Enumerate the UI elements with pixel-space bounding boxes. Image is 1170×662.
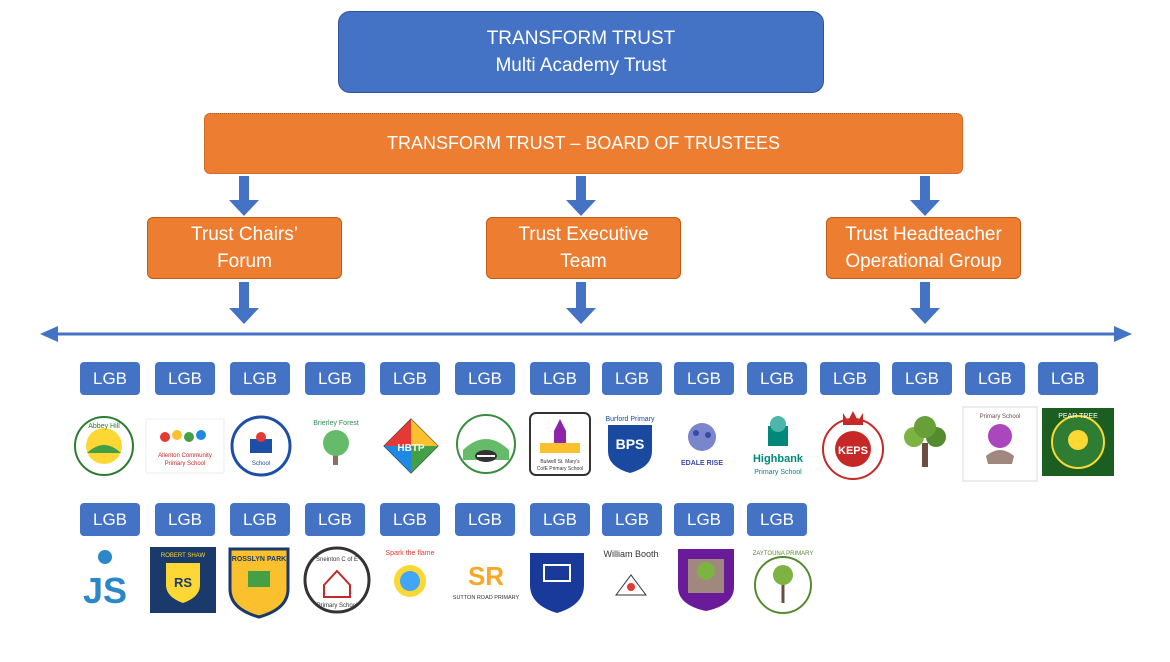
svg-text:Primary School: Primary School <box>754 469 802 476</box>
hbtp-logo: HBTP <box>380 415 442 477</box>
lgb-badge: LGB <box>674 362 734 395</box>
lgb-badge: LGB <box>820 362 880 395</box>
sutton-road-logo: SR SUTTON ROAD PRIMARY <box>452 545 520 615</box>
lgb-badge: LGB <box>965 362 1025 395</box>
svg-text:ROSSLYN PARK: ROSSLYN PARK <box>232 556 286 563</box>
lgb-badge: LGB <box>230 362 290 395</box>
arrow-down-icon <box>229 176 259 216</box>
sneinton-logo: Sneinton C of E Primary School <box>302 545 372 615</box>
lgb-badge: LGB <box>747 503 807 536</box>
headteacher-group-box: Trust Headteacher Operational Group <box>826 217 1021 279</box>
svg-text:KEPS: KEPS <box>838 445 868 457</box>
group-line2: Operational Group <box>845 251 1002 272</box>
hands-tree-logo: Primary School <box>962 406 1038 482</box>
lgb-badge: LGB <box>530 362 590 395</box>
lgb-badge: LGB <box>155 503 215 536</box>
lgb-badge: LGB <box>155 362 215 395</box>
svg-text:Sneinton C of E: Sneinton C of E <box>316 557 358 563</box>
whitegate-logo <box>526 545 588 615</box>
svg-text:BPS: BPS <box>616 436 645 452</box>
lgb-badge: LGB <box>530 503 590 536</box>
svg-text:HBTP: HBTP <box>397 443 425 454</box>
svg-text:ROBERT SHAW: ROBERT SHAW <box>161 553 206 559</box>
group-line2: Team <box>560 251 607 272</box>
svg-text:William Booth: William Booth <box>603 549 658 559</box>
keps-logo: KEPS <box>820 405 886 483</box>
svg-text:EDALE RISE: EDALE RISE <box>681 460 723 467</box>
bulwell-logo: Bulwell St. Mary's CofE Primary School <box>528 411 592 477</box>
svg-text:RS: RS <box>174 575 192 590</box>
svg-text:School: School <box>252 461 270 467</box>
pear-tree-logo: PEAR TREE <box>1040 406 1116 478</box>
zaytouna-logo: ZAYTOUNA PRIMARY <box>748 545 818 619</box>
svg-text:Primary School: Primary School <box>165 461 206 467</box>
brierley-forest-logo: Brierley Forest <box>305 415 367 477</box>
spark-the-flame-logo: Spark the flame <box>378 545 442 615</box>
lgb-badge: LGB <box>602 503 662 536</box>
lgb-badge: LGB <box>455 362 515 395</box>
svg-text:Primary School: Primary School <box>317 603 358 609</box>
lgb-badge: LGB <box>380 362 440 395</box>
abbey-hill-logo: Abbey Hill <box>73 415 135 477</box>
lgb-badge: LGB <box>380 503 440 536</box>
board-label: TRANSFORM TRUST – BOARD OF TRUSTEES <box>386 133 781 153</box>
group-line1: Trust Executive <box>518 224 649 245</box>
lgb-badge: LGB <box>80 362 140 395</box>
svg-text:Primary School: Primary School <box>980 414 1021 420</box>
lgb-badge: LGB <box>1038 362 1098 395</box>
chairs-forum-box: Trust Chairs’ Forum <box>147 217 342 279</box>
svg-text:Abbey Hill: Abbey Hill <box>88 423 120 430</box>
lgb-badge: LGB <box>305 362 365 395</box>
arrow-down-icon <box>910 282 940 324</box>
lgb-badge: LGB <box>80 503 140 536</box>
woodland-logo <box>674 545 738 613</box>
tree-logo <box>890 409 960 479</box>
trust-title-box: TRANSFORM TRUST Multi Academy Trust <box>338 11 824 93</box>
allenton-logo: Allenton Community Primary School <box>145 415 225 477</box>
brocklewood-logo <box>455 410 517 478</box>
lgb-badge: LGB <box>455 503 515 536</box>
svg-text:CofE Primary School: CofE Primary School <box>537 466 583 472</box>
arrow-down-icon <box>566 176 596 216</box>
lgb-badge: LGB <box>602 362 662 395</box>
svg-text:Bulwell St. Mary's: Bulwell St. Mary's <box>540 459 580 465</box>
svg-text:SUTTON ROAD PRIMARY: SUTTON ROAD PRIMARY <box>453 595 520 601</box>
board-of-trustees-box: TRANSFORM TRUST – BOARD OF TRUSTEES <box>204 113 963 174</box>
robert-shaw-logo: ROBERT SHAW RS <box>150 547 216 613</box>
svg-text:PEAR TREE: PEAR TREE <box>1058 413 1098 420</box>
group-line1: Trust Headteacher <box>845 224 1002 245</box>
arrow-down-icon <box>566 282 596 324</box>
lgb-badge: LGB <box>230 503 290 536</box>
group-line2: Forum <box>217 251 272 272</box>
svg-text:ZAYTOUNA PRIMARY: ZAYTOUNA PRIMARY <box>753 551 814 557</box>
edale-rise-logo: EDALE RISE <box>670 411 734 477</box>
trust-title: TRANSFORM TRUST <box>486 28 676 49</box>
double-arrow-line <box>40 326 1132 342</box>
ashbrook-logo: School <box>230 415 292 477</box>
lgb-badge: LGB <box>305 503 365 536</box>
trust-subtitle: Multi Academy Trust <box>495 55 667 76</box>
burford-logo: Burford Primary BPS <box>602 411 658 477</box>
js-logo: JS <box>72 545 138 615</box>
svg-text:Brierley Forest: Brierley Forest <box>313 420 359 427</box>
svg-text:Highbank: Highbank <box>753 453 804 465</box>
arrow-down-icon <box>910 176 940 216</box>
rosslyn-park-logo: ROSSLYN PARK <box>226 545 292 619</box>
lgb-badge: LGB <box>674 503 734 536</box>
executive-team-box: Trust Executive Team <box>486 217 681 279</box>
svg-text:JS: JS <box>83 570 127 611</box>
arrow-down-icon <box>229 282 259 324</box>
lgb-badge: LGB <box>892 362 952 395</box>
lgb-badge: LGB <box>747 362 807 395</box>
highbank-logo: Highbank Primary School <box>744 406 812 482</box>
group-line1: Trust Chairs’ <box>191 224 298 245</box>
william-booth-logo: William Booth <box>598 545 664 615</box>
svg-text:Allenton Community: Allenton Community <box>158 453 212 459</box>
svg-text:Burford Primary: Burford Primary <box>605 416 655 423</box>
svg-text:Spark the flame: Spark the flame <box>385 550 434 557</box>
svg-text:SR: SR <box>468 561 504 591</box>
